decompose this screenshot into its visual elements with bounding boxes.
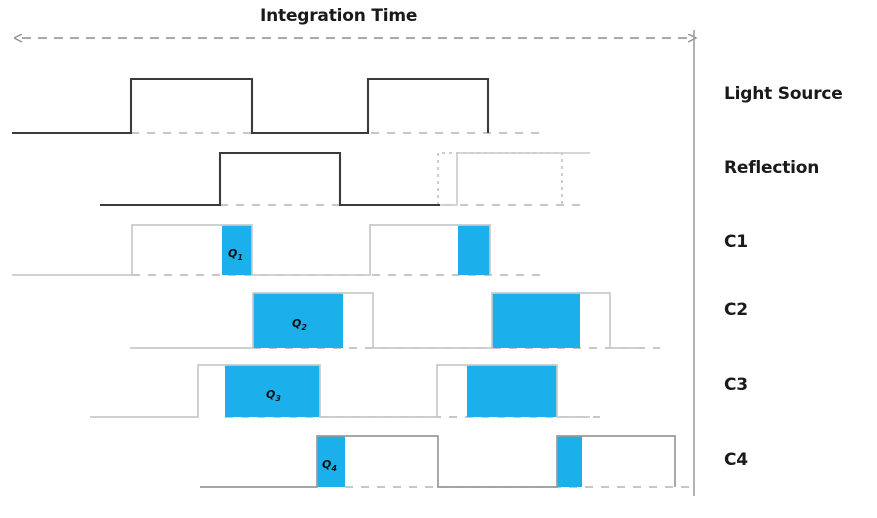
- charge-block-c3-b: [467, 365, 557, 417]
- waveform-reflection: [100, 151, 590, 207]
- row-label-c1: C1: [724, 232, 748, 252]
- waveform-c2: [130, 292, 660, 349]
- waveform-c4: [200, 435, 693, 488]
- row-label-c2: C2: [724, 300, 748, 320]
- row-label-light-source: Light Source: [724, 84, 843, 104]
- waveform-light-source: [12, 77, 540, 135]
- charge-block-c4-b: [557, 436, 582, 487]
- row-label-reflection: Reflection: [724, 158, 820, 178]
- charge-block-c2-b: [492, 293, 580, 348]
- charge-block-q3: [225, 365, 320, 417]
- charge-block-q1: [222, 225, 252, 275]
- row-label-c4: C4: [724, 450, 748, 470]
- charge-block-q2: [253, 293, 343, 348]
- integration-time-title: Integration Time: [260, 6, 418, 26]
- charge-block-q4: [317, 436, 345, 487]
- row-label-c3: C3: [724, 375, 748, 395]
- waveform-c1: [12, 224, 540, 276]
- charge-block-c1-b: [458, 225, 490, 275]
- waveform-c3: [90, 364, 600, 418]
